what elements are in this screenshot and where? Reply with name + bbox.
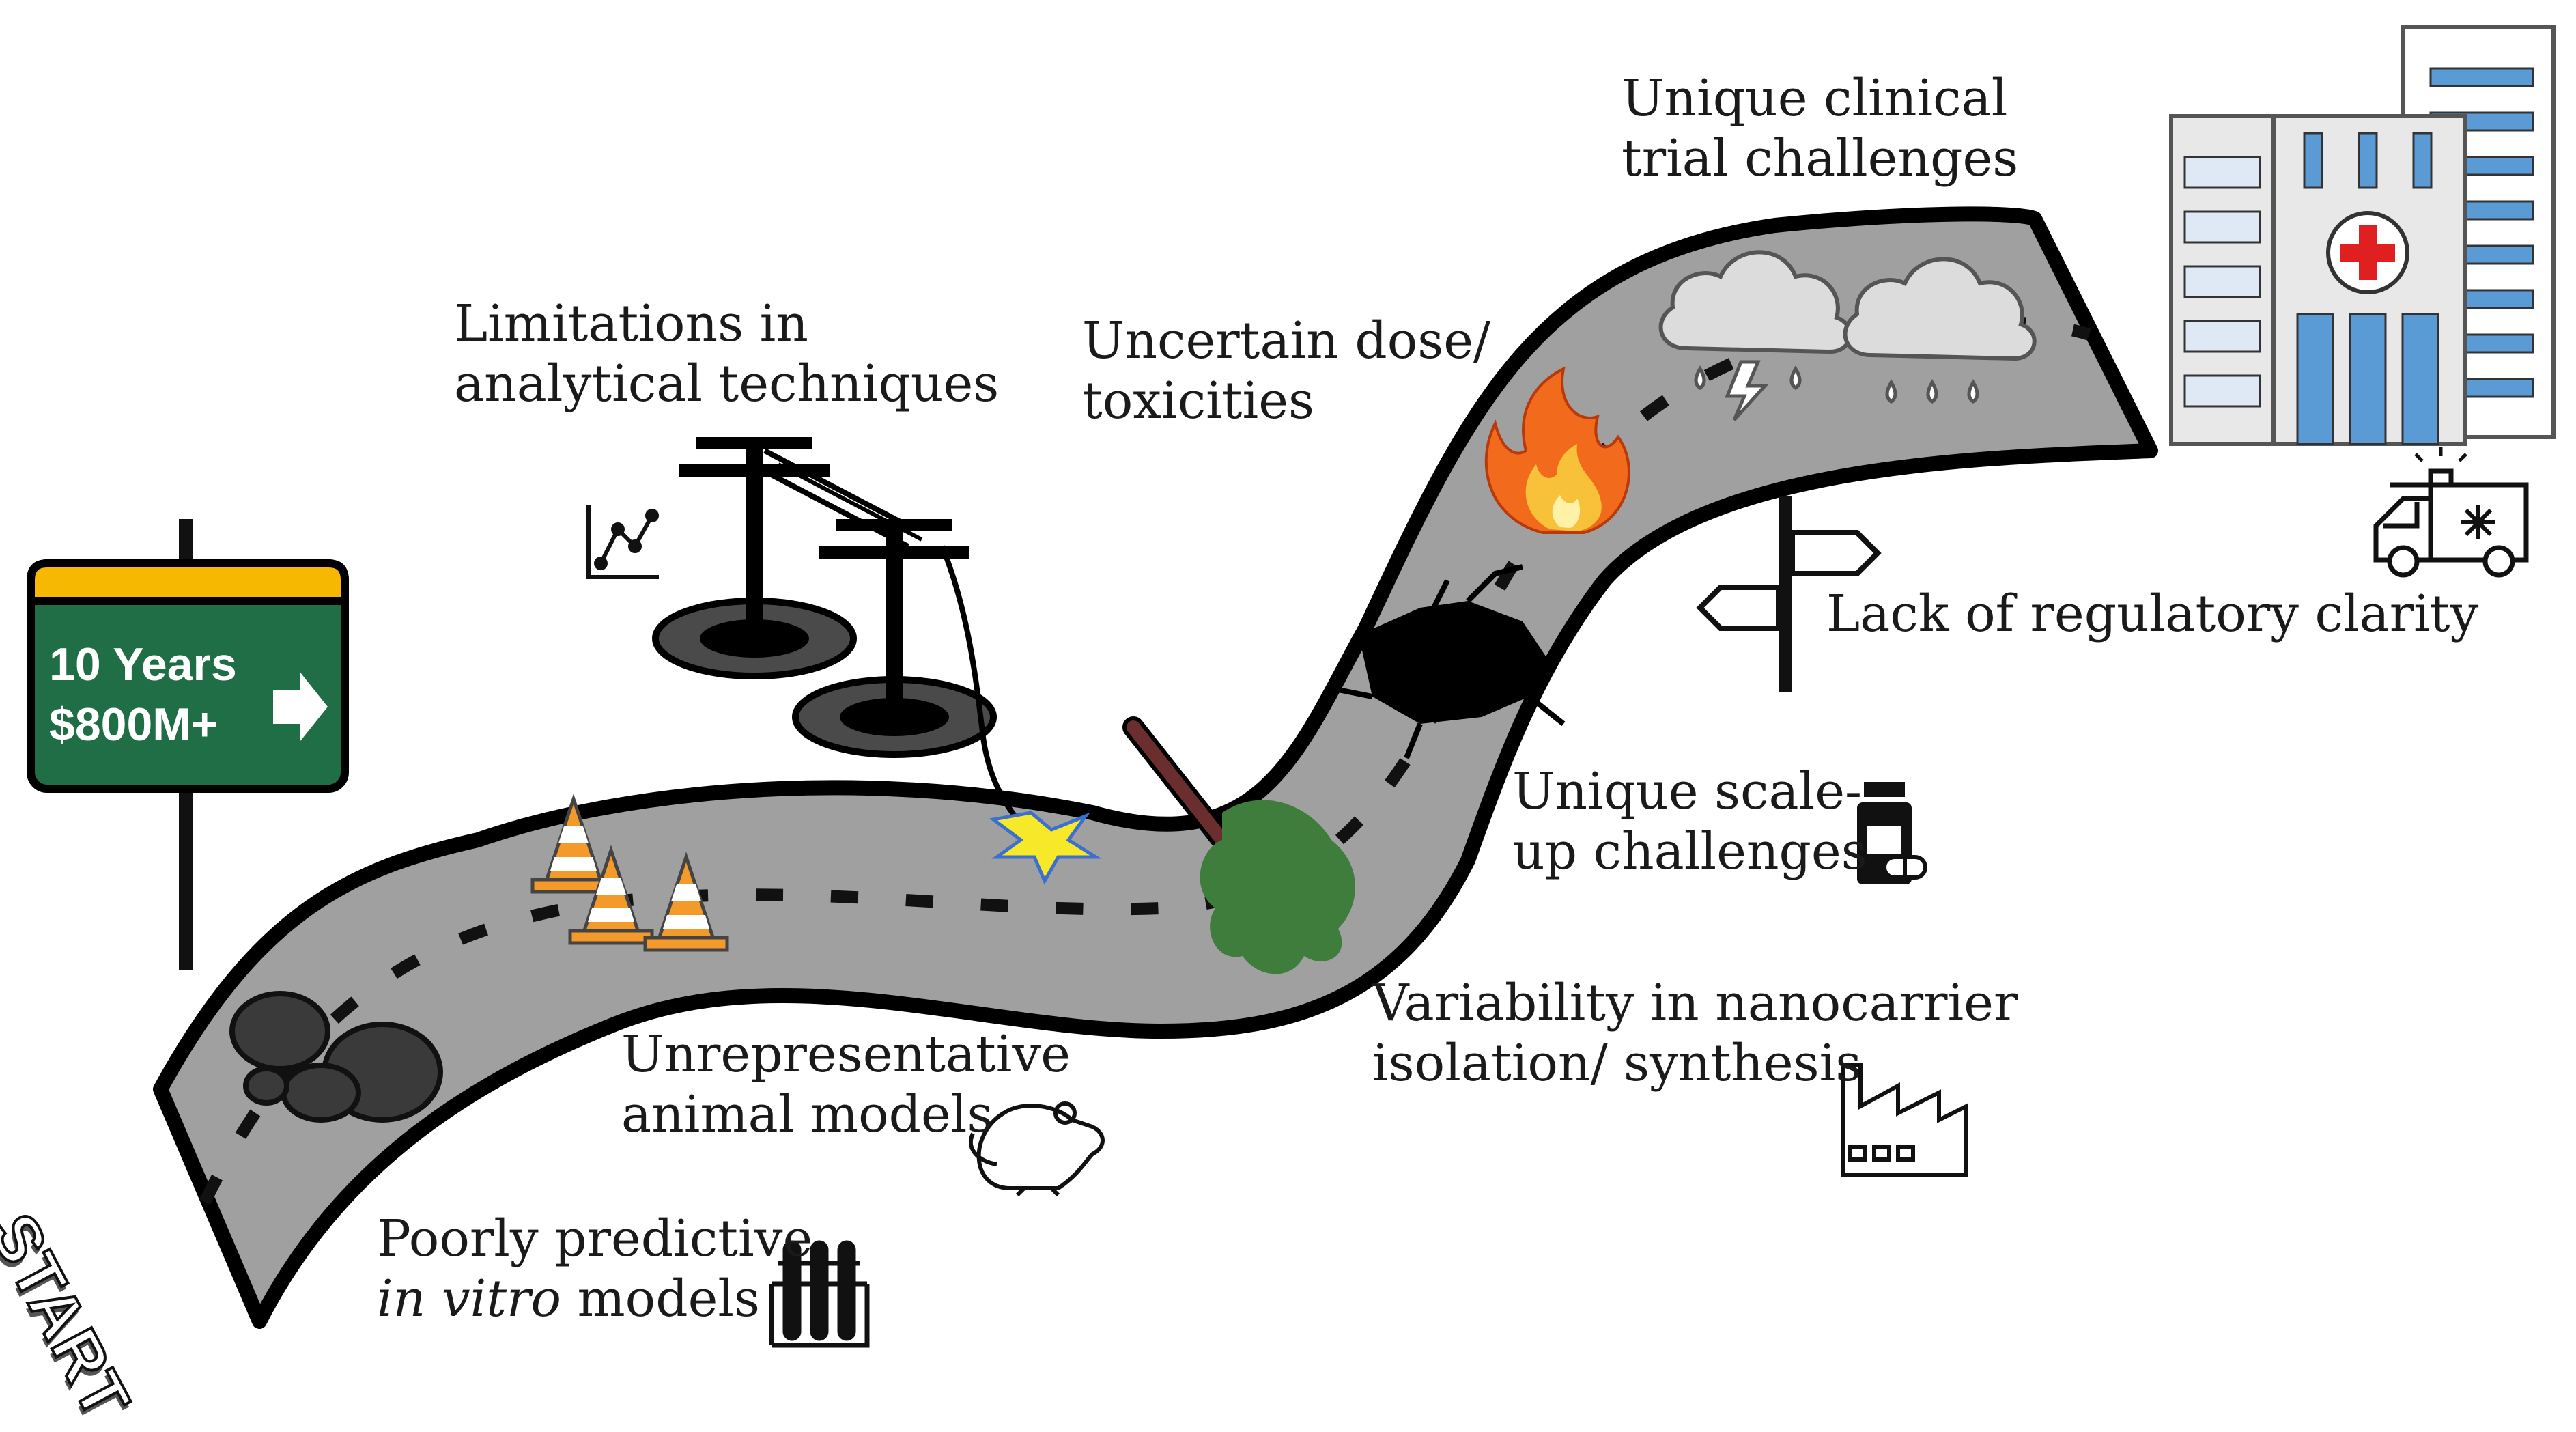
label-regulatory: Lack of regulatory clarity	[1826, 585, 2479, 643]
label-clinical: Unique clinical trial challenges	[1622, 69, 2019, 188]
rocks-icon	[229, 991, 443, 1123]
fire-icon	[1484, 366, 1630, 534]
traffic-cone-icon	[530, 794, 729, 952]
label-animal-models: Unrepresentative animal models	[621, 1025, 1071, 1144]
label-scaleup: Unique scale- up challenges	[1512, 762, 1867, 881]
highway-sign	[27, 519, 349, 970]
label-variability: Variability in nanocarrier isolation/ sy…	[1372, 974, 2018, 1093]
label-analytical: Limitations in analytical techniques	[454, 294, 1000, 413]
signpost-icon	[1696, 496, 1882, 692]
sign-cost: $800M+	[49, 699, 218, 750]
roadmap-illustration	[27, 25, 2556, 1348]
in-vitro-italic: in vitro	[377, 1269, 561, 1328]
storm-cloud-icon	[1658, 250, 1852, 421]
sign-years: 10 Years	[49, 638, 237, 690]
mouse-icon	[968, 1101, 1105, 1197]
medicine-bottle-icon	[1857, 782, 1927, 884]
hospital-icon	[2169, 25, 2556, 446]
fallen-tree-icon	[1122, 716, 1355, 974]
rain-cloud-icon	[1843, 257, 2037, 404]
label-in-vitro: Poorly predictive in vitro models	[377, 1209, 813, 1328]
ambulance-icon	[2373, 447, 2529, 578]
spark-icon	[989, 811, 1102, 885]
right-arrow-icon	[273, 673, 328, 741]
power-line-icon	[652, 437, 1026, 828]
pothole-icon	[1337, 564, 1566, 759]
test-tubes-icon	[769, 1240, 870, 1348]
line-graph-icon	[586, 505, 659, 579]
drug-development-roadmap: 10 Years $800M+ START Poorly predictive …	[0, 25, 2556, 1432]
label-dose: Uncertain dose/ toxicities	[1082, 311, 1490, 430]
factory-icon	[1841, 1063, 1968, 1177]
